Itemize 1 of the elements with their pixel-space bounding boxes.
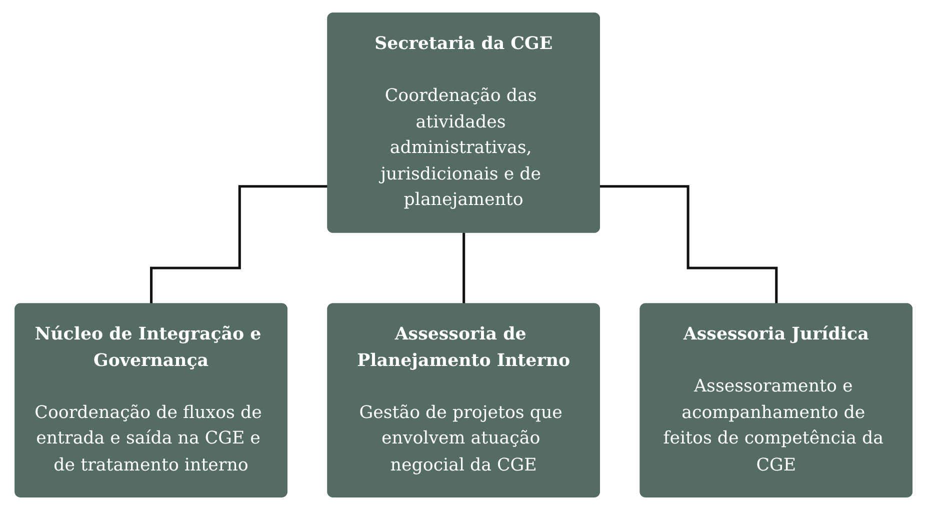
org-chart: Secretaria da CGE Coordenação das atividades administrativas, jurisdicionais e de planejamento Núcleo de Integração e Governança Coordenação de fluxos de entrada e saída na CGE e de tratamento interno Assessoria de Planejamento Interno Gestão de projetos que envolvem atuação negocial da CGE Assessoria Jurídica Assessoramento e acompanhamento de feitos de competência da CGE <box>6 4 920 504</box>
